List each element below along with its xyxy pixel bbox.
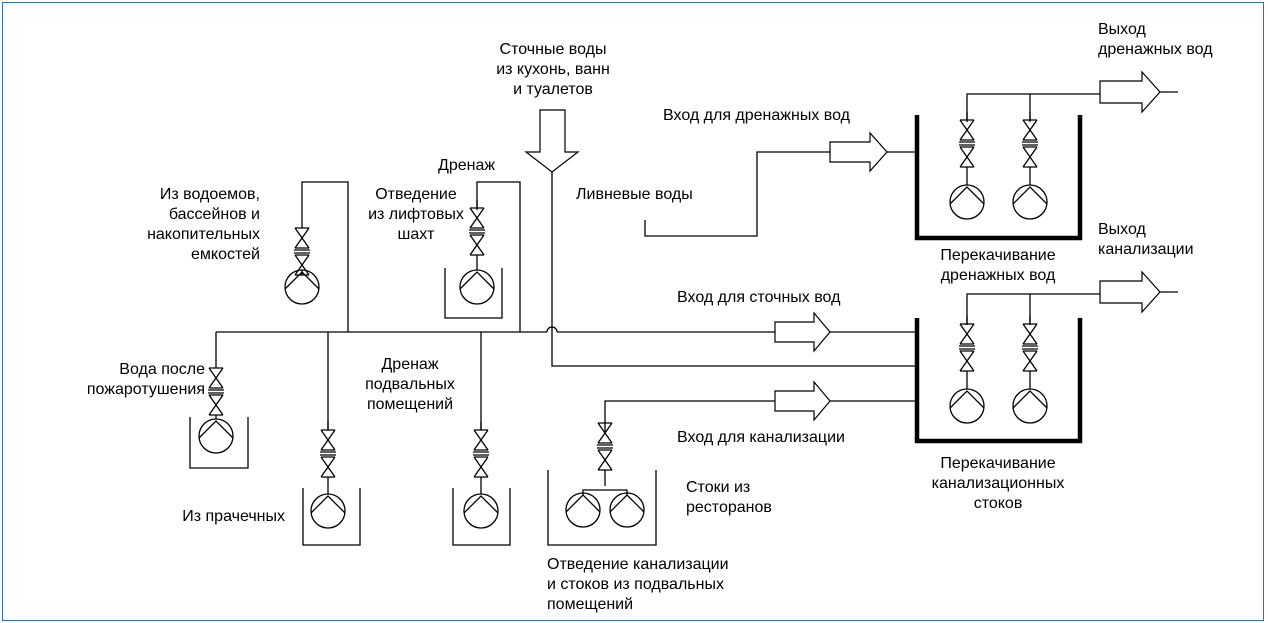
basement-pit (452, 488, 511, 546)
firefighting-label: Вода после пожаротушения (86, 361, 205, 398)
pipe-lines (215, 91, 1178, 430)
sewage-inlet-arrow (774, 380, 831, 422)
firefighting-pump (198, 418, 234, 454)
firefighting-valve-lower (208, 394, 224, 416)
sewage-pump-2-valve-lower (1022, 350, 1038, 372)
sewage-pump-1-valve-lower (959, 350, 975, 372)
drain-pump-2-valve-upper (1022, 119, 1038, 141)
elevator-shaft-label: Отведение из лифтовых шахт (368, 186, 464, 243)
drain-water-outlet-label: Выход дренажных вод (1098, 21, 1213, 58)
laundry-label: Из прачечных (182, 508, 285, 525)
sewage-pump-2-valve-bar (1022, 345, 1038, 350)
sewage-outlet-header (966, 293, 1100, 325)
laundry-valve-lower (320, 456, 336, 478)
reservoir-branch (301, 181, 349, 332)
reservoir-valve-upper (294, 227, 310, 249)
restaurant-pit (547, 470, 657, 546)
sewage-pump-2-valve-upper (1022, 323, 1038, 345)
firefighting-valve-upper (208, 367, 224, 389)
basement-pump-impeller (463, 495, 499, 514)
elevator-valve-lower (469, 234, 485, 256)
restaurant-valve-upper (597, 422, 613, 444)
sewage-pump-1-valve-upper (959, 323, 975, 345)
basement-valve-bar (473, 451, 489, 456)
wastewater-inlet-arrow (774, 311, 831, 353)
elevator-valve-bar (469, 229, 485, 234)
sewage-pump-1-pump (949, 388, 985, 424)
sewage-tank (914, 318, 1083, 444)
drain-inlet-arrow (829, 131, 888, 173)
restaurant-pump-2-impeller (609, 494, 645, 513)
restaurant-split (582, 470, 628, 496)
laundry-pit (302, 488, 361, 546)
restaurant-valve-lower (597, 449, 613, 471)
flow-arrows (524, 70, 1161, 422)
reservoir-pump (284, 269, 320, 305)
drain-pump-1-valve-upper (959, 119, 975, 141)
kitchen-wastewater-label: Сточные воды из кухонь, ванн и туалетов (496, 41, 610, 98)
restaurant-pump-2 (609, 492, 645, 528)
drain-pump-1-valve-lower (959, 146, 975, 168)
elevator-pit (444, 268, 503, 319)
firefighting-pump-impeller (198, 420, 234, 439)
elevator-pump-impeller (459, 271, 495, 290)
drain-pump-1-pump (949, 184, 985, 220)
drain-water-inlet-label: Вход для дренажных вод (663, 107, 850, 124)
drain-outlet-arrow (1099, 70, 1161, 114)
storm-water-label: Ливневые воды (576, 186, 693, 203)
sewage-pump-2-pump (1012, 388, 1048, 424)
drain-water-tank (914, 115, 1083, 241)
kitchen-drop-pipe (551, 170, 915, 367)
kitchen-arrow (524, 109, 580, 173)
storm-pipe (644, 151, 830, 237)
basement-valve-upper (473, 429, 489, 451)
drain-pump-1-pump-impeller (949, 186, 985, 205)
sewage-pump-1-valve-bar (959, 345, 975, 350)
laundry-valve-upper (320, 429, 336, 451)
laundry-valve-bar (320, 451, 336, 456)
basement-drainage-label: Дренаж подвальных помещений (365, 356, 455, 413)
drain-pumping-label: Перекачивание дренажных вод (940, 247, 1056, 284)
basement-pump (463, 493, 499, 529)
restaurant-pipe (604, 400, 775, 425)
sewage-outlet-arrow (1099, 270, 1161, 314)
drain-pump-2-valve-lower (1022, 146, 1038, 168)
sewage-outlet-label: Выход канализации (1098, 221, 1194, 258)
sewage-pump-1-pump-impeller (949, 390, 985, 409)
restaurant-label: Стоки из ресторанов (686, 479, 772, 516)
drain-pump-2-pump (1012, 184, 1048, 220)
restaurant-valve-bar (597, 444, 613, 449)
laundry-pump (310, 493, 346, 529)
drain-pump-2-valve-bar (1022, 141, 1038, 146)
elevator-branch (476, 181, 521, 332)
wastewater-inlet-label: Вход для сточных вод (677, 289, 841, 306)
laundry-pump-impeller (310, 495, 346, 514)
drain-pump-2-pump-impeller (1012, 186, 1048, 205)
pumps-and-valves (198, 112, 1048, 529)
reservoir-valve-bar (294, 249, 310, 254)
sewage-inlet-label: Вход для канализации (677, 429, 845, 446)
basement-sewage-label: Отведение канализации и стоков из подвал… (547, 556, 729, 613)
restaurant-pump-1 (565, 492, 601, 528)
basement-valve-lower (473, 456, 489, 478)
restaurant-pump-1-impeller (565, 494, 601, 513)
firefighting-valve-bar (208, 389, 224, 394)
drainage-label: Дренаж (438, 157, 496, 174)
tanks (189, 115, 1083, 546)
reservoir-pump-impeller (284, 271, 320, 290)
drain-pump-1-valve-bar (959, 141, 975, 146)
elevator-valve-upper (469, 207, 485, 229)
sewage-pump-2-pump-impeller (1012, 390, 1048, 409)
elevator-pump (459, 269, 495, 305)
reservoir-valve-lower (294, 254, 310, 276)
reservoirs-label: Из водоемов, бассейнов и накопительных е… (147, 186, 260, 263)
sewage-pumping-label: Перекачивание канализационных стоков (931, 455, 1065, 512)
firefighting-pit (189, 417, 249, 469)
